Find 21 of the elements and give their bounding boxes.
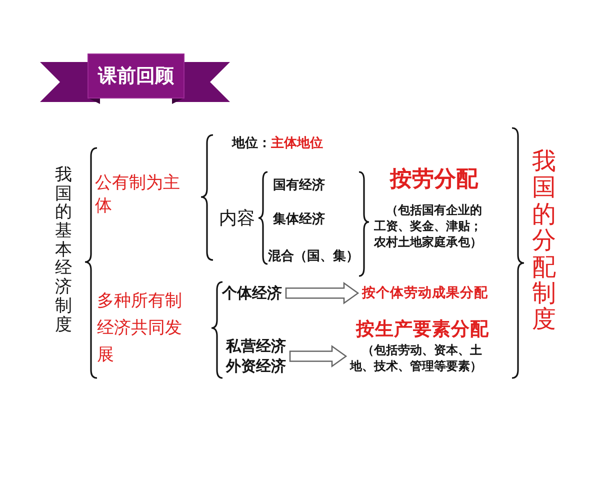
note-text: （包括劳动、资本、土地、技术、管理等要素） [350, 342, 483, 374]
note-text: （包括国有企业的工资、奖金、津贴；农村土地家庭承包） [374, 202, 483, 251]
list-item: 私营经济 [226, 336, 286, 356]
list-item: 个体经济 [222, 283, 282, 304]
field-label: 内容 [219, 207, 255, 230]
category-label: 多种所有制经济共同发展 [97, 290, 183, 368]
vertical-heading: 我国的分配制度 [532, 148, 556, 333]
list-item: 集体经济 [273, 212, 325, 229]
list-item: 国有经济 [273, 178, 325, 195]
field-value: 主体地位 [271, 136, 323, 153]
field-label: 地位： [232, 136, 271, 153]
distribution-rule: 按个体劳动成果分配 [362, 285, 488, 303]
list-item: 外资经济 [226, 356, 286, 376]
vertical-heading: 我国的基本经济制度 [55, 166, 72, 334]
banner-title: 课前回顾 [96, 64, 175, 89]
principle-heading: 按生产要素分配 [356, 318, 489, 342]
category-label: 公有制为主体 [95, 172, 181, 218]
list-item: 混合（国、集） [268, 249, 359, 266]
hollow-arrow [289, 344, 348, 368]
principle-heading: 按劳分配 [390, 166, 478, 194]
hollow-arrow [285, 282, 360, 304]
